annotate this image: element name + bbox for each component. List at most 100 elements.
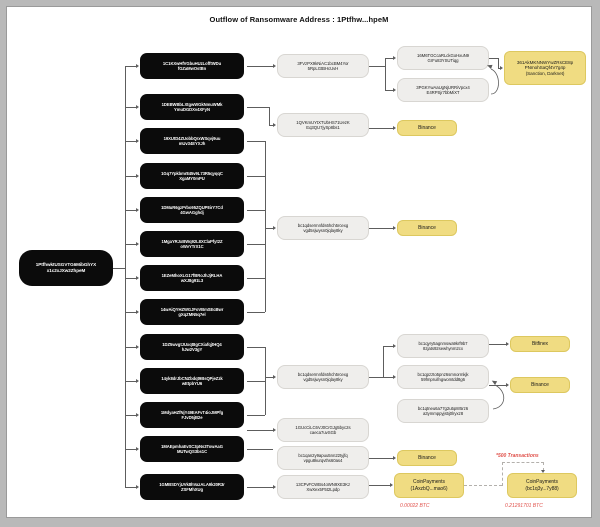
edge-c1n2-vertical	[269, 107, 270, 125]
node-c1n1-line1: 1C1KXwHfVGbuHUzLofftWDu	[162, 60, 222, 66]
node-c1n3-line2: mUv34EYXJh	[178, 141, 206, 146]
node-c2n4-line2: vgd5sjwysn0jqlay8ky	[303, 377, 343, 382]
node-c2n2[interactable]: 1QVKmUYtXTUbHS71UezK Eq3QU7jySp8bs1	[277, 113, 369, 137]
node-c1n4[interactable]: 1Gq7Ypkbmr845v9L73R5qyqqC XgaMY0mPU	[140, 163, 244, 189]
edge-dashed-drop	[543, 462, 544, 471]
node-exchange-bitfinex[interactable]: Bitfinex	[510, 336, 570, 352]
node-c1n2[interactable]: 1DEBWBbLXtgwWGkNmuWMk YmuDGDXv4XFyN	[140, 94, 244, 120]
edge-root-spine	[113, 268, 125, 269]
node-coinpayments-left[interactable]: CoinPayments (1AxzbQ...mao6)	[394, 473, 464, 498]
arrowhead-c3n2	[393, 87, 396, 92]
node-c1n3-line1: 19XUtD4ZUobbQrxWSqvj9uu	[163, 135, 221, 141]
node-c3n1[interactable]: 16M6TGCcaRLckGoHxuN9 GrFu83YSUTiqg	[397, 46, 489, 70]
node-c2n3-line1: bc1qdsermnfds6hch5rcexg	[297, 222, 349, 228]
arrowhead-c2n2	[273, 122, 276, 127]
edge-c1n4-bus	[247, 176, 265, 177]
node-c2n1-line1: 3FVzPX9kNiAC1bcBM4Yor	[297, 60, 349, 66]
node-exchange-binance-4[interactable]: Binance	[510, 377, 570, 393]
edge-bus-upper-vertical	[265, 141, 266, 312]
node-c3n4[interactable]: bc1qpzzto5pnz6smnormkjk 59fmpruifngwomtd…	[397, 365, 489, 389]
node-c1n7-line1: 1EZeMhoXLG17fBRoJhJjRLHA	[161, 272, 223, 278]
node-coinpayments-right[interactable]: CoinPayments (bc1q3y...7y88)	[507, 473, 577, 498]
node-c2n2-line1: 1QVKmUYtXTUbHS71UezK	[296, 119, 350, 125]
node-c1n3[interactable]: 19XUtD4ZUobbQrxWSqvj9uu mUv34EYXJh	[140, 128, 244, 154]
node-c1n12[interactable]: 1MAEpmhaEvSC3pNs3TowAaG MUTwQS3bs1C	[140, 436, 244, 462]
arrowhead-c1n6	[136, 241, 139, 246]
node-sanction-darknet[interactable]: 361AkMKNNWYwZRsCE8p PNmohSaQf4V7g4p (San…	[504, 51, 586, 85]
arrowhead-c1n7	[136, 275, 139, 280]
node-c1n10-line2: wEtpbYU6	[181, 381, 203, 386]
node-c2n2-line2: Eq3QU7jySp8bs1	[306, 125, 340, 130]
arrowhead-c1n11	[136, 412, 139, 417]
sanction-line1: 361AkMKNNWYwZRsCE8p	[516, 59, 574, 65]
edge-c2n1-split-vertical	[385, 58, 386, 90]
sanction-line2: PNmohSaQf4V7g4p	[524, 65, 566, 71]
edge-spine-c1n10	[125, 381, 136, 382]
node-c3n5-line1: bc1qtneu6a77g2u5p8r5rz6	[417, 405, 469, 411]
node-c1n6[interactable]: 1MgaYRJxBWq92L8XClaPfyt2Z oWvYTrX1C	[140, 231, 244, 257]
arrowhead-c3n1	[393, 55, 396, 60]
node-c2n4-line1: bc1qdsermnfds6hch5rcexg	[297, 371, 349, 377]
arrowhead-c2n4	[273, 374, 276, 379]
arrowhead-bitfinex	[506, 341, 509, 346]
exchange-label-5: Binance	[418, 454, 436, 461]
node-c2n1[interactable]: 3FVzPX9kNiAC1bcBM4Yor 5RpLGtBHcUvH	[277, 54, 369, 78]
exchange-label-4: Binance	[531, 381, 549, 388]
node-c1n13[interactable]: 1GMBSDYjUVk8hVazALA9k20R3r ZSFMhXUg	[140, 474, 244, 500]
node-c3n4-line1: bc1qpzzto5pnz6smnormkjk	[417, 371, 469, 377]
edge-c1n1-c2n1	[247, 66, 273, 67]
node-c2n7-line2: XwXex5F5t2Lpdp	[306, 487, 340, 492]
node-c2n5-line1: 1GUcCiLC6VJ0CrGJg5byc2s	[295, 424, 351, 430]
node-c1n8[interactable]: 14wAiQYHZWGJFoVBmSEcBwr gXqZMN5q7el	[140, 299, 244, 325]
node-c2n6[interactable]: bc1qan2y9apuu5nn22tyjfq vpgu8kurqvths60a…	[277, 446, 369, 470]
arrowhead-c1n12	[136, 446, 139, 451]
node-c3n2[interactable]: 3PGKYwAaUgNjURRiVpcx4 E4RPSjr7bbMiXT	[397, 78, 489, 102]
node-exchange-binance-2[interactable]: Binance	[397, 220, 457, 236]
node-c1n2-line1: 1DEBWBbLXtgwWGkNmuWMk	[161, 101, 223, 107]
coinpayments-right-addr: (bc1q3y...7y88)	[525, 485, 559, 492]
node-c3n4-line2: 59fmpruifngwomtdd8g6	[421, 377, 465, 382]
node-c2n5-line2: caeca7uvSGb	[309, 430, 337, 435]
node-c1n5-line1: 1DMuR6gzPrbo95ZQUP8irY7Cd	[161, 204, 223, 210]
node-c2n5[interactable]: 1GUcCiLC6VJ0CrGJg5byc2s caeca7uvSGb	[277, 418, 369, 442]
arrowhead-c2n1	[273, 63, 276, 68]
node-c1n5[interactable]: 1DMuR6gzPrbo95ZQUP8irY7Cd 4GwAGghdj	[140, 197, 244, 223]
edge-merge-sanction	[498, 68, 500, 69]
node-c1n1[interactable]: 1C1KXwHfVGbuHUzLofftWDu fGZaMwOstBn	[140, 53, 244, 79]
edge-c1n9-bus	[247, 347, 265, 348]
edge-spine-c1n5	[125, 210, 136, 211]
amount-coinpayments-left: 0.00022 BTC	[400, 503, 430, 509]
node-c1n10[interactable]: 14yk8drJbCNZbdqt9BsQPjeZzk wEtpbYU6	[140, 368, 244, 394]
arrowhead-binance2	[393, 225, 396, 230]
node-c1n9[interactable]: 1DZ5wvgtJUxqt8gCXiafqjtHQ4 hJw2V3gY	[140, 334, 244, 360]
node-c1n4-line2: XgaMY0mPU	[179, 176, 205, 181]
edge-c1n6-bus	[247, 244, 265, 245]
node-c3n3[interactable]: bc1qyry5agnmswa9krf9b7 8zjats92sewhynm2c…	[397, 334, 489, 358]
edge-spine-c1n4	[125, 176, 136, 177]
edge-c2n4-split	[369, 377, 383, 378]
node-c3n1-line2: GrFu83YSUTiqg	[427, 58, 459, 63]
edge-spine-c1n2	[125, 107, 136, 108]
edge-spine-c1n7	[125, 278, 136, 279]
node-exchange-binance-1[interactable]: Binance	[397, 120, 457, 136]
edge-split-c3n2	[385, 90, 393, 91]
arrowhead-c1n10	[136, 378, 139, 383]
node-c1n11[interactable]: 1MdyaHZfNjY49EAFvT4ioJMPfg FJvD5jB2e	[140, 402, 244, 428]
node-c1n7[interactable]: 1EZeMhoXLG17fBRoJhJjRLHA wXJ8g91L3	[140, 265, 244, 291]
node-c2n4[interactable]: bc1qdsermnfds6hch5rcexg vgd5sjwysn0jqlay…	[277, 365, 369, 389]
edge-split-c3n4	[383, 377, 393, 378]
node-c1n8-line2: gXqZMN5q7el	[178, 312, 206, 317]
node-c2n7[interactable]: 13CPvFCWBs4oWN9XE3Kz XwXex5F5t2Lpdp	[277, 475, 369, 499]
root-node-ransomware-address[interactable]: 1PtfhwktUSGVTG6MibGhYX x1c2xJXw2ZhpeM	[19, 250, 113, 286]
edge-c2n3-binance2	[369, 228, 393, 229]
page-title: Outflow of Ransomware Address : 1Ptfhw..…	[209, 15, 389, 24]
node-c1n12-line2: MUTwQS3bs1C	[176, 449, 208, 454]
node-c1n12-line1: 1MAEpmhaEvSC3pNs3TowAaG	[161, 443, 223, 449]
edge-c3n3-bitfinex	[489, 344, 506, 345]
node-c3n5[interactable]: bc1qtneu6a77g2u5p8r5rz6 a3ymmppyjs5j0lry…	[397, 399, 489, 423]
edge-c3n1-merge-v	[498, 58, 499, 68]
edge-c3n5-curve	[491, 380, 505, 410]
node-c2n3[interactable]: bc1qdsermnfds6hch5rcexg vgd5sjwysn0jqlay…	[277, 216, 369, 240]
node-exchange-binance-5[interactable]: Binance	[397, 450, 457, 466]
exchange-label-3: Bitfinex	[532, 340, 548, 347]
